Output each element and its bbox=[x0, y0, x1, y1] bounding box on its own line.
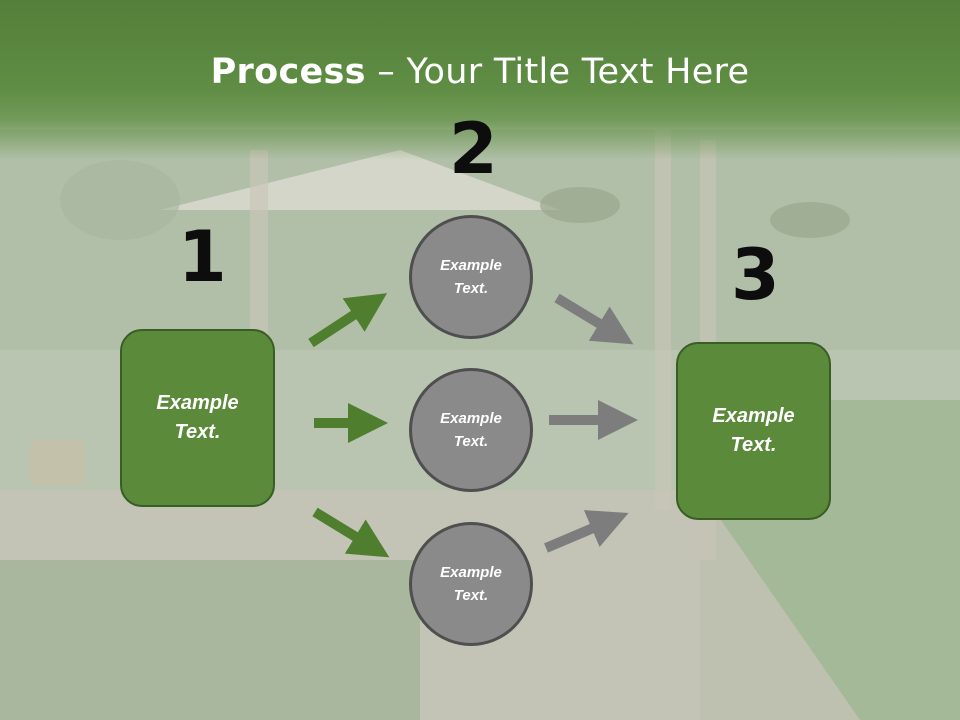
circle-text-bottom: Example Text. bbox=[440, 564, 502, 604]
circle-text-top: Example Text. bbox=[440, 257, 502, 297]
process-circle-top: Example Text. bbox=[409, 215, 533, 339]
step-number-2: 2 bbox=[449, 108, 498, 190]
arrow-down-right-icon bbox=[312, 507, 390, 558]
arrow-up-right-icon bbox=[308, 293, 388, 348]
grey-arrow-up-right-icon bbox=[544, 510, 629, 553]
circle-text-middle: Example Text. bbox=[440, 410, 502, 450]
title-rest: – Your Title Text Here bbox=[365, 52, 750, 92]
grey-arrow-down-right-icon bbox=[554, 293, 634, 345]
process-circle-middle: Example Text. bbox=[409, 368, 533, 492]
right-step-box: Example Text. bbox=[676, 342, 831, 520]
step-number-3: 3 bbox=[731, 234, 780, 316]
step-number-1: 1 bbox=[178, 216, 227, 298]
title-banner bbox=[0, 0, 960, 160]
slide-title: Process – Your Title Text Here bbox=[0, 52, 960, 92]
title-bold: Process bbox=[210, 52, 366, 92]
left-step-text: Example Text. bbox=[156, 392, 239, 443]
right-step-text: Example Text. bbox=[712, 405, 795, 456]
process-circle-bottom: Example Text. bbox=[409, 522, 533, 646]
left-step-box: Example Text. bbox=[120, 329, 275, 507]
